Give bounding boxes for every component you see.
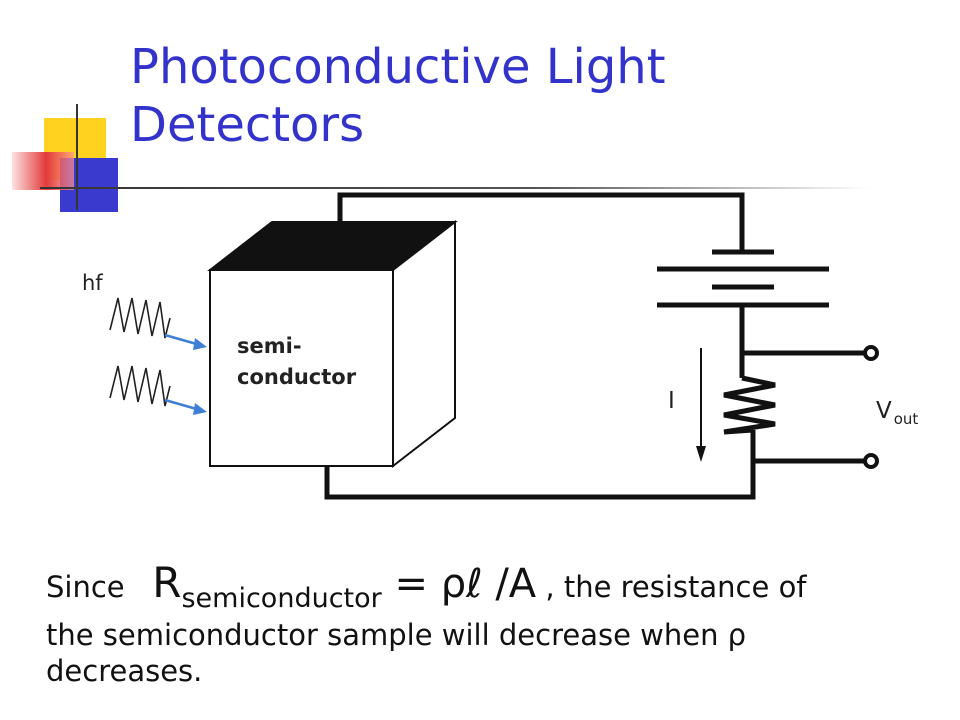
semiconductor-block: semi- conductor — [207, 219, 458, 469]
photon-energy-label: hf — [82, 271, 103, 295]
resistor-symbol — [723, 375, 776, 435]
output-terminals — [742, 345, 879, 469]
title-line-2: Detectors — [130, 97, 365, 153]
vout-top-terminal — [863, 345, 879, 361]
red-deco-square — [12, 152, 74, 190]
text-line-1-rest: , the resistance of — [536, 570, 807, 604]
battery-symbol — [657, 249, 829, 308]
vout-label-subscript: out — [894, 410, 919, 428]
title-underline — [40, 187, 870, 189]
text-line-3: decreases. — [46, 654, 203, 688]
resistance-symbol: R — [152, 558, 182, 607]
light-wave-1 — [109, 297, 171, 339]
current-arrowhead — [696, 446, 706, 462]
light-arrow-2-head — [193, 403, 207, 415]
sample-label-line-1: semi- — [237, 334, 302, 358]
sample-label-line-2: conductor — [237, 365, 357, 389]
since-word: Since — [46, 570, 125, 604]
text-line-2: the semiconductor sample will decrease w… — [46, 618, 747, 652]
vout-bottom-terminal — [863, 453, 879, 469]
current-arrow — [696, 348, 706, 462]
vout-label-v: V — [876, 398, 892, 424]
current-label: I — [668, 388, 675, 414]
light-arrow-1-head — [193, 338, 207, 350]
resistance-subscript: semiconductor — [181, 583, 382, 614]
title-line-1: Photoconductive Light — [130, 39, 666, 95]
resistance-equation: = ρℓ /A — [381, 561, 537, 607]
slide-title: Photoconductive Light Detectors — [130, 38, 830, 154]
explanation-text: Since Rsemiconductor = ρℓ /A , the resis… — [46, 562, 926, 689]
incident-light-rays — [109, 297, 207, 415]
top-wire — [337, 192, 745, 252]
deco-vertical-line — [76, 104, 78, 210]
block-front-face — [209, 269, 394, 467]
light-wave-2 — [109, 365, 171, 407]
